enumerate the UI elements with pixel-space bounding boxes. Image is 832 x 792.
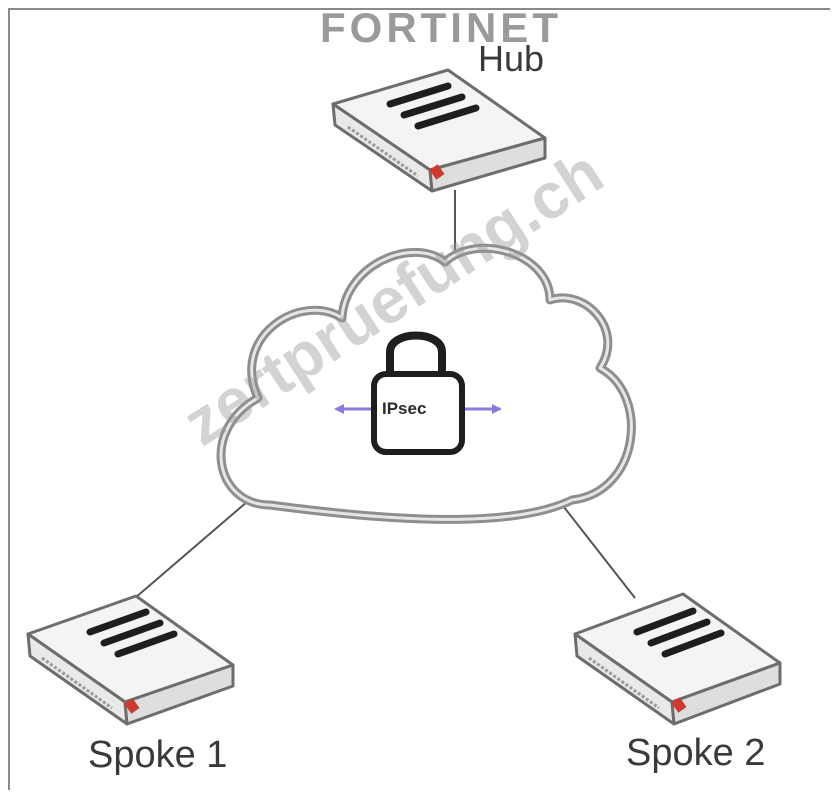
spoke1-label: Spoke 1 [88,734,228,776]
ipsec-label: IPsec [382,399,427,418]
hub-device-icon [331,68,547,193]
padlock-icon [371,331,465,455]
hub-label: Hub [478,38,545,79]
spoke1-link [134,494,256,599]
spoke2-label: Spoke 2 [626,732,766,774]
spoke1-device-icon [26,594,235,726]
spoke2-device-icon [573,592,782,726]
diagram-frame [8,8,830,790]
fortinet-logo: FORTINET [320,4,562,51]
spoke2-link [559,501,636,599]
